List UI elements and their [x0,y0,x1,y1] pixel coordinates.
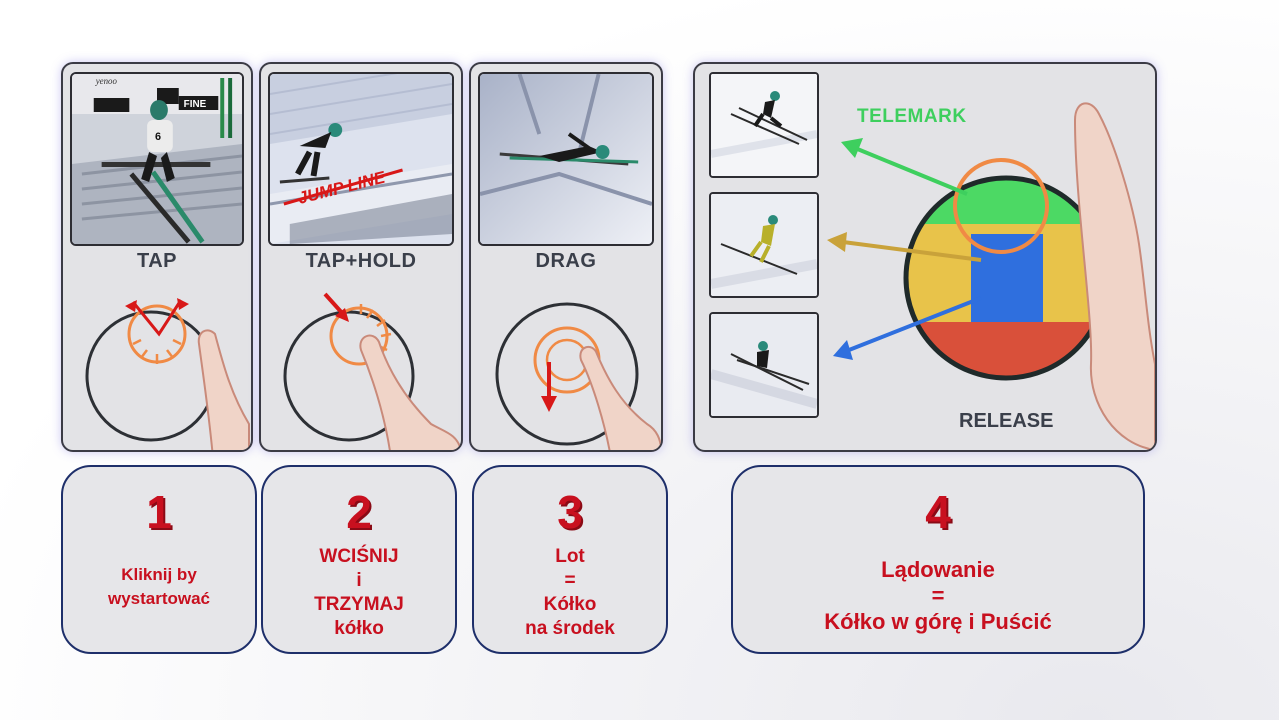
step-text: Lądowanie = Kółko w górę i Puścić [824,557,1052,634]
drag-label: DRAG [535,250,597,272]
step-card-1: 1 Kliknij by wystartować [61,465,257,654]
step-text: Lot = Kółko na środek [525,546,615,639]
tap-hold-gesture-illustration [283,292,461,450]
bib-number: 6 [155,131,161,143]
tap-panel: yenoo FINE 6 TAP [61,62,253,452]
step-number: 4 [925,486,951,538]
landing-thumb-middle [709,192,819,298]
step-text: WCIŚNIJ i TRZYMAJ kółko [314,546,404,639]
sponsor-text: yenoo [95,76,118,86]
step-number: 3 [557,486,583,538]
landing-thumb-telemark [709,72,819,178]
step-card-4: 4 Lądowanie = Kółko w górę i Puścić [731,465,1145,654]
flight-photo [478,72,654,246]
takeoff-photo: JUMP LINE [268,72,454,246]
telemark-label: TELEMARK [857,106,967,127]
drag-panel: DRAG [469,62,663,452]
sponsor-text-2: FINE [184,99,207,110]
landing-diagram [827,102,1155,450]
step-card-3: 3 Lot = Kółko na środek [472,465,668,654]
tap-gesture-illustration [85,298,250,450]
landing-panel: TELEMARK RELEASE [693,62,1157,452]
step-card-2: 2 WCIŚNIJ i TRZYMAJ kółko [261,465,457,654]
step-number: 1 [146,486,172,538]
step-text: Kliknij by wystartować [107,565,211,608]
tap-label: TAP [136,250,177,272]
landing-thumb-bottom [709,312,819,418]
step-number: 2 [346,486,372,538]
drag-gesture-illustration [495,302,661,450]
tap-hold-label: TAP+HOLD [305,250,417,272]
start-photo: yenoo FINE 6 [70,72,244,246]
release-label: RELEASE [959,410,1054,432]
tap-hold-panel: JUMP LINE TAP+HOLD [259,62,463,452]
